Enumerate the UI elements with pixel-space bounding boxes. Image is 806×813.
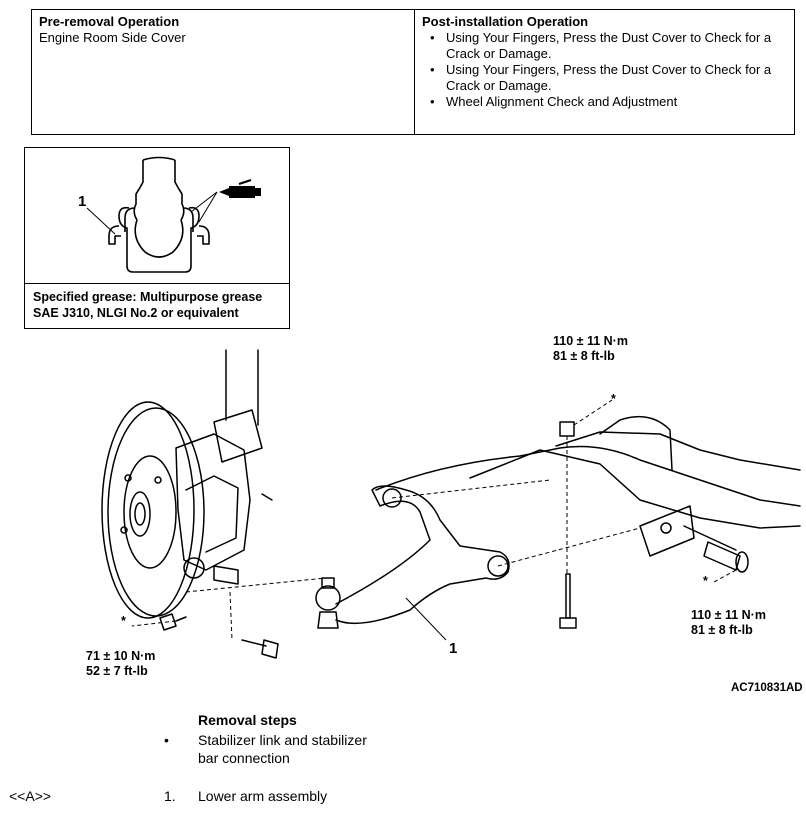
torque-spec-left: 71 ± 10 N·m 52 ± 7 ft-lb [86,649,155,679]
lower-arm-assembly-diagram [101,349,801,659]
torque-spec-right: 110 ± 11 N·m 81 ± 8 ft-lb [691,608,766,638]
asterisk-mark: * [703,574,708,588]
figure-code: AC710831AD [731,682,803,694]
torque-value-nm: 110 ± 11 N·m [691,608,766,622]
post-installation-item: Using Your Fingers, Press the Dust Cover… [430,62,787,94]
grease-callout-number: 1 [78,193,87,210]
asterisk-mark: * [121,614,126,628]
lower-arm-callout-number: 1 [449,640,458,657]
step-text-line: Stabilizer link and stabilizer [198,732,367,748]
pre-removal-heading: Pre-removal Operation [39,14,180,29]
grease-spec-line: Specified grease: Multipurpose grease [33,290,263,304]
step-marker: • [164,732,169,748]
post-installation-heading: Post-installation Operation [422,14,589,29]
grease-spec-line: SAE J310, NLGI No.2 or equivalent [33,306,239,320]
operation-table: Pre-removal Operation Engine Room Side C… [31,9,795,135]
post-installation-item: Using Your Fingers, Press the Dust Cover… [430,30,787,62]
grease-specification-note: Specified grease: Multipurpose grease SA… [25,283,289,328]
removal-step-item: Stabilizer link and stabilizer bar conne… [198,731,367,767]
torque-value-ftlb: 81 ± 8 ft-lb [691,623,753,637]
grease-gun-icon [219,179,261,198]
dust-cover-illustration [86,156,261,273]
removal-steps-title: Removal steps [198,712,297,728]
pre-removal-column: Pre-removal Operation Engine Room Side C… [32,10,415,134]
torque-value-ftlb: 81 ± 8 ft-lb [553,349,615,363]
post-installation-column: Post-installation Operation Using Your F… [415,10,794,134]
asterisk-mark: * [611,392,616,406]
step-text-line: bar connection [198,750,290,766]
grease-detail-box: 1 Specified grease: Multipurpose grease … [24,147,290,329]
post-installation-list: Using Your Fingers, Press the Dust Cover… [422,30,787,110]
removal-step-item: Lower arm assembly [198,788,328,804]
pre-removal-item: Engine Room Side Cover [39,30,186,45]
torque-value-ftlb: 52 ± 7 ft-lb [86,664,148,678]
step-number: 1. [164,788,176,804]
torque-spec-top: 110 ± 11 N·m 81 ± 8 ft-lb [553,334,628,364]
torque-value-nm: 110 ± 11 N·m [553,334,628,348]
service-point-ref: <<A>> [9,788,52,804]
post-installation-item: Wheel Alignment Check and Adjustment [430,94,787,110]
torque-value-nm: 71 ± 10 N·m [86,649,156,663]
